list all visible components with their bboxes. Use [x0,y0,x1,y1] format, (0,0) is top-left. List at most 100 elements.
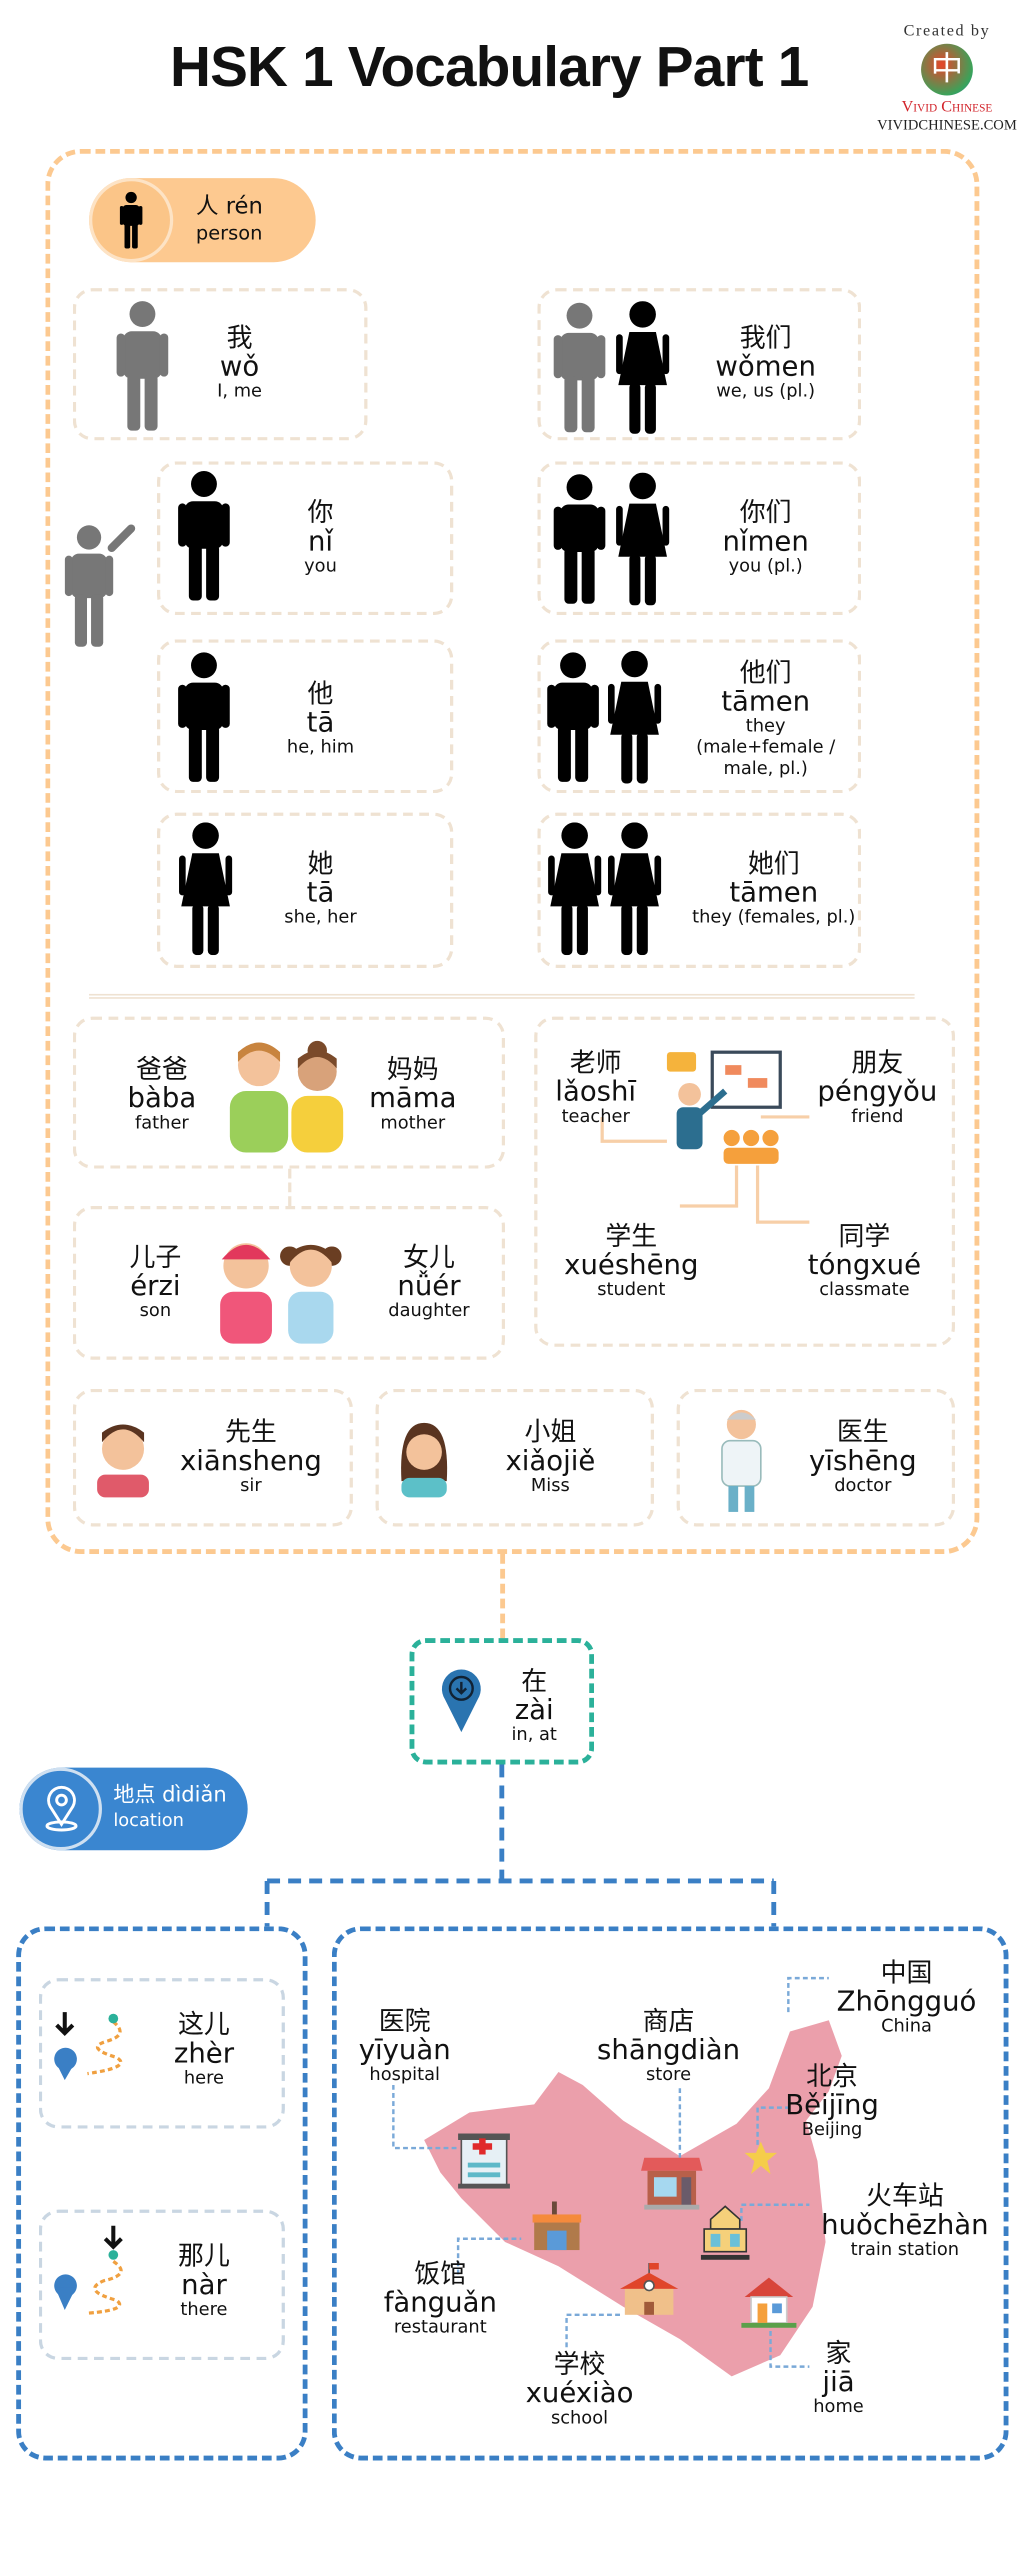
place-en: train station [850,2239,960,2261]
pronoun-zh: 你们 [739,496,792,528]
daughter-avatar-icon [280,1244,342,1344]
place-py: Běijīng [785,2089,879,2122]
family-zh: 女儿 [403,1241,455,1273]
place-en: Beijing [801,2119,863,2141]
place-py: yīyuàn [358,2034,451,2067]
title-en: doctor [834,1475,892,1497]
place-zh: 火车站 [866,2180,944,2212]
card-here [38,1978,285,2129]
pronoun-en: he, him [286,736,355,759]
family-connector [288,1168,292,1206]
vivid-chinese-logo: Created by 中 Vivid Chinese VIVIDCHINESE.… [874,23,1020,133]
pronoun-py: nǐ [307,525,334,558]
family-zh: 儿子 [129,1241,182,1273]
title-zh: 医生 [836,1416,889,1448]
beijing-star-icon [744,2141,777,2174]
place-py: Zhōngguó [836,1985,977,2018]
zai-en: in, at [511,1724,557,1746]
pronoun-py: tā [306,876,335,910]
pronoun-en: you (pl.) [728,555,803,577]
pronoun-zh: 我们 [739,322,792,353]
pronoun-py: tāmen [721,685,811,719]
place-en: school [550,2407,609,2429]
person-label-en: person [195,221,263,245]
pronoun-en: I, me [217,380,263,402]
school-py: tóngxué [807,1249,922,1282]
there-en: there [180,2299,228,2321]
location-outline-icon [45,1785,78,1832]
family-py: bàba [127,1082,197,1115]
pronoun-py: tāmen [729,876,819,910]
pronoun-en: they (females, pl.) [692,906,856,928]
pronoun-en: we, us (pl.) [716,380,816,402]
location-connectors [264,1764,777,1927]
school-building-icon [619,2263,679,2315]
place-en: restaurant [393,2316,487,2338]
school-zh: 同学 [838,1220,891,1252]
school-connectors [600,1115,810,1224]
location-label-en: location [113,1809,184,1831]
here-route-icon [54,2012,123,2081]
school-py: péngyǒu [817,1075,938,1109]
there-py: nàr [181,2268,227,2302]
place-en: China [881,2015,932,2037]
card-parents [72,1016,506,1169]
location-pill-circle [19,1767,102,1851]
school-py: lǎoshī [555,1075,637,1109]
title-py: xiǎojiě [505,1444,596,1478]
here-py: zhèr [173,2037,235,2070]
pronoun-py: wǒ [219,350,260,383]
family-en: son [139,1300,172,1322]
restaurant-icon [532,2201,582,2251]
title-en: Miss [530,1475,570,1497]
hospital-icon [458,2133,510,2189]
page-title: HSK 1 Vocabulary Part 1 [169,35,809,99]
zai-zh: 在 [521,1665,548,1697]
location-pin-icon [441,1669,481,1733]
pronoun-en: you [304,555,337,577]
place-py: shāngdiàn [597,2034,741,2067]
here-zh: 这儿 [178,2008,230,2040]
card-there [38,2209,285,2361]
place-zh: 医院 [378,2005,431,2037]
pronoun-zh: 他们 [739,657,792,688]
location-pill: 地点 dìdiǎn location [19,1767,248,1851]
pronoun-zh: 他 [307,678,334,710]
card-children [72,1205,506,1360]
school-zh: 学生 [605,1220,658,1252]
pronoun-zh: 她 [307,848,334,879]
title-zh: 先生 [224,1416,277,1448]
school-en: student [597,1279,666,1301]
person-zai-connector [500,1554,506,1639]
place-en: hospital [369,2064,440,2086]
logo-created-by: Created by [903,22,991,41]
place-py: xuéxiào [525,2377,634,2410]
father-avatar-icon [229,1042,289,1153]
person-pill: 人 rén person [89,178,316,263]
there-zh: 那儿 [178,2240,230,2272]
pronoun-zh: 她们 [747,848,800,879]
family-en: father [135,1112,189,1134]
here-en: here [183,2067,225,2089]
family-py: nǚér [397,1270,461,1303]
card-wo [72,288,368,441]
family-zh: 妈妈 [386,1053,439,1085]
person-label: 人 rén [195,194,263,221]
logo-site: VIVIDCHINESE.COM [877,116,1017,133]
place-zh: 北京 [806,2060,858,2092]
teacher-icon [666,1050,782,1164]
logo-brand: Vivid Chinese [901,98,993,117]
school-zh: 朋友 [851,1047,904,1079]
family-py: māma [369,1082,457,1115]
pronoun-zh: 你 [307,496,334,528]
son-avatar-icon [220,1243,272,1344]
place-py: fànguǎn [383,2286,497,2320]
store-icon [641,2157,703,2210]
pronoun-en: they (male+female / male, pl.) [696,715,836,778]
place-en: store [646,2064,692,2086]
school-en: teacher [561,1106,630,1128]
school-zh: 老师 [569,1047,622,1079]
school-en: classmate [819,1279,910,1301]
